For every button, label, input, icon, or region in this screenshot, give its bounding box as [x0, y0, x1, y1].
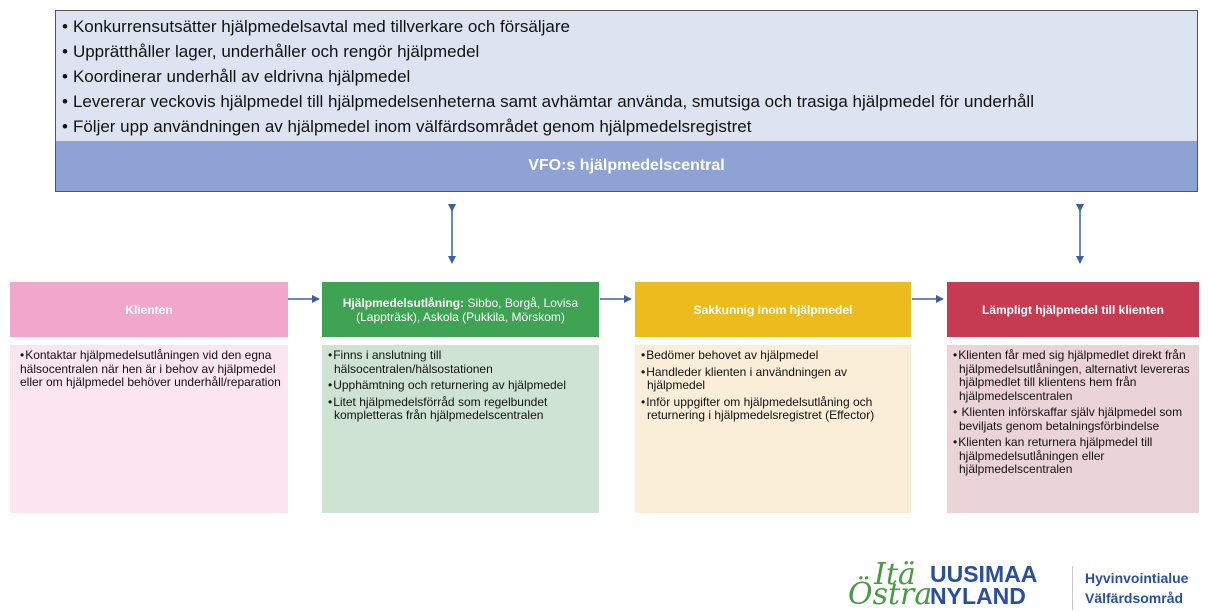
- column-sakkunnig: Sakkunnig inom hjälpmedel Bedömer behove…: [635, 282, 911, 513]
- logo-word-nyland: NYLAND: [930, 583, 1026, 609]
- column-title: Hjälpmedelsutlåning: Sibbo, Borgå, Lovis…: [328, 296, 593, 324]
- logo-script-ostra: Östra: [848, 577, 933, 612]
- column-body: Finns i anslutning till hälsocentralen/h…: [322, 345, 599, 513]
- column-header: Sakkunnig inom hjälpmedel: [635, 282, 911, 337]
- column-item: Litet hjälpmedelsförråd som regelbundet …: [328, 395, 593, 423]
- central-task-item: Följer upp användningen av hjälpmedel in…: [62, 114, 1197, 139]
- central-title-bar: VFO:s hjälpmedelscentral: [56, 141, 1197, 191]
- column-item: Inför uppgifter om hjälpmedelsutlåning o…: [641, 395, 905, 423]
- logo-word-uusimaa: UUSIMAA: [930, 561, 1038, 587]
- column-item: Bedömer behovet av hjälpmedel: [641, 348, 905, 363]
- region-name-fi: Hyvinvointialue: [1085, 570, 1189, 586]
- column-body: Bedömer behovet av hjälpmedel Handleder …: [635, 345, 911, 513]
- column-lampligt-hjalpmedel: Lämpligt hjälpmedel till klienten Klient…: [947, 282, 1199, 513]
- column-body: Kontaktar hjälpmedelsutlåningen vid den …: [10, 345, 288, 513]
- ita-uusimaa-logo: Itä Östra UUSIMAA NYLAND: [848, 560, 1053, 610]
- column-klienten: Klienten Kontaktar hjälpmedelsutlåningen…: [10, 282, 288, 513]
- central-task-item: Upprätthåller lager, underhåller och ren…: [62, 39, 1197, 64]
- hjalpmedelscentral-box: Konkurrensutsätter hjälpmedelsavtal med …: [55, 10, 1198, 192]
- column-item: Klienten kan returnera hjälpmedel till h…: [953, 435, 1193, 477]
- region-name-sv: Välfärdsområd: [1085, 590, 1184, 606]
- column-item: Finns i anslutning till hälsocentralen/h…: [328, 348, 593, 376]
- column-body: Klienten får med sig hjälpmedlet direkt …: [947, 345, 1199, 513]
- column-item: Klienten införskaffar själv hjälpmedel s…: [953, 405, 1193, 433]
- column-header: Klienten: [10, 282, 288, 337]
- column-title-bold: Hjälpmedelsutlåning:: [342, 295, 465, 310]
- column-title: Klienten: [125, 302, 173, 317]
- central-title: VFO:s hjälpmedelscentral: [528, 157, 725, 174]
- column-item: Upphämtning och returnering av hjälpmede…: [328, 378, 593, 393]
- column-title: Sakkunnig inom hjälpmedel: [693, 302, 853, 317]
- logo-divider: [1072, 566, 1073, 610]
- column-item: Klienten får med sig hjälpmedlet direkt …: [953, 348, 1193, 403]
- column-header: Lämpligt hjälpmedel till klienten: [947, 282, 1199, 337]
- central-task-item: Levererar veckovis hjälpmedel till hjälp…: [62, 89, 1197, 114]
- logo-script-ita: Itä: [874, 557, 916, 592]
- column-item: Kontaktar hjälpmedelsutlåningen vid den …: [20, 348, 282, 390]
- column-title: Lämpligt hjälpmedel till klienten: [981, 302, 1165, 317]
- column-hjalpmedelsutlaning: Hjälpmedelsutlåning: Sibbo, Borgå, Lovis…: [322, 282, 599, 513]
- column-header: Hjälpmedelsutlåning: Sibbo, Borgå, Lovis…: [322, 282, 599, 337]
- column-title-rest: Sibbo, Borgå, Lovisa (Lappträsk), Askola…: [356, 295, 579, 324]
- central-task-item: Konkurrensutsätter hjälpmedelsavtal med …: [62, 14, 1197, 39]
- central-task-list: Konkurrensutsätter hjälpmedelsavtal med …: [56, 11, 1197, 141]
- central-task-item: Koordinerar underhåll av eldrivna hjälpm…: [62, 64, 1197, 89]
- column-item: Handleder klienten i användningen av hjä…: [641, 365, 905, 393]
